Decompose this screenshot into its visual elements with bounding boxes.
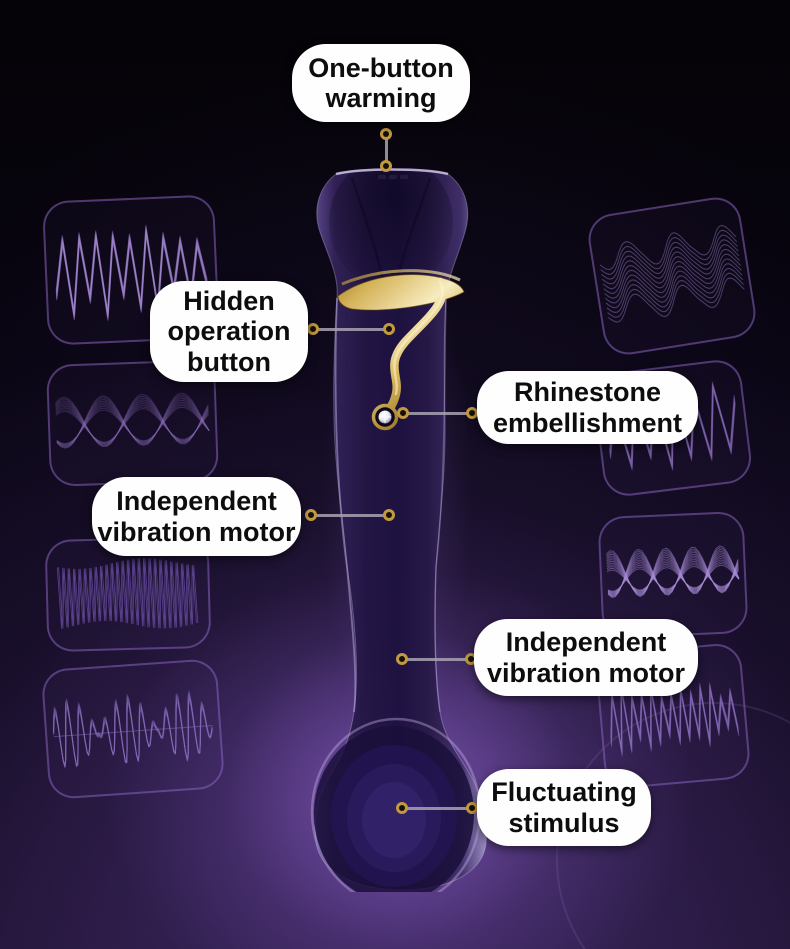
connector-dot (380, 128, 392, 140)
connector-dot (383, 509, 395, 521)
connector-dot (466, 407, 478, 419)
brand-mark (378, 175, 408, 179)
callout-independent-vibration-motor-right: Independent vibration motor (474, 619, 698, 696)
connector-dot (307, 323, 319, 335)
ripple-rings (310, 717, 482, 892)
callout-text-line: embellishment (492, 407, 683, 438)
connector-line (312, 513, 388, 517)
wave-panel-right-3 (597, 510, 749, 640)
connector-dot (466, 802, 478, 814)
gold-ribbon (337, 269, 465, 417)
wave-panel-left-4 (40, 658, 226, 800)
callout-text-line: Independent (116, 486, 277, 516)
wave-panel-left-1 (41, 194, 221, 346)
connector-dot (396, 802, 408, 814)
callout-text-line: warming (325, 83, 437, 113)
wave-panel-left-3 (44, 535, 212, 653)
waveform-zigzag-icon (55, 224, 209, 321)
callout-fluctuating-stimulus: Fluctuating stimulus (477, 769, 651, 846)
connector-line (314, 327, 388, 331)
connector-dot (383, 323, 395, 335)
callout-independent-vibration-motor-left: Independent vibration motor (92, 477, 301, 556)
waveform-ribbon-sine-icon (606, 545, 740, 598)
shaft-highlight-right (434, 297, 447, 713)
connector-fluctuating-stimulus (396, 802, 478, 814)
head-shade (329, 162, 453, 288)
connector-hidden-operation-button (307, 323, 395, 335)
waveform-dense-comb-icon (56, 558, 199, 629)
rhinestone (371, 403, 399, 431)
callout-text-line: operation (167, 316, 291, 347)
callout-text-line: Fluctuating (491, 777, 637, 807)
connector-dot (397, 407, 409, 419)
callout-text-line: vibration motor (486, 657, 685, 688)
callout-text-line: Rhinestone (513, 377, 661, 407)
callout-hidden-operation-button: Hidden operation button (150, 281, 308, 382)
connector-dot (380, 160, 392, 172)
head-rim-highlight (335, 168, 449, 176)
connector-line (404, 411, 471, 415)
connector-rhinestone-embellishment (397, 407, 478, 419)
wave-panel-right-1 (584, 193, 760, 359)
callout-text-line: Independent (505, 627, 667, 657)
product-device (310, 162, 487, 892)
connector-line (403, 806, 471, 810)
callout-one-button-warming: One-button warming (292, 44, 470, 122)
connector-line (403, 657, 470, 661)
waveform-pulse-packets-icon (52, 690, 213, 768)
waveform-double-sine-icon (55, 392, 210, 449)
callout-rhinestone-embellishment: Rhinestone embellishment (477, 371, 698, 444)
callout-text-line: vibration motor (97, 516, 296, 547)
callout-text-line: stimulus (508, 807, 620, 838)
connector-independent-vibration-motor-left (305, 509, 395, 521)
callout-text-line: One-button (308, 52, 454, 83)
waveform-multi-sine-icon (599, 225, 745, 323)
connector-independent-vibration-motor-right (396, 653, 477, 665)
shaft-highlight-left (334, 297, 357, 713)
callout-text-line: button (187, 346, 271, 377)
connector-dot (305, 509, 317, 521)
connector-dot (396, 653, 408, 665)
connector-one-button-warming (380, 128, 392, 172)
wave-panel-left-2 (45, 359, 220, 487)
callout-text-line: Hidden (183, 285, 275, 316)
connector-line (384, 135, 388, 165)
